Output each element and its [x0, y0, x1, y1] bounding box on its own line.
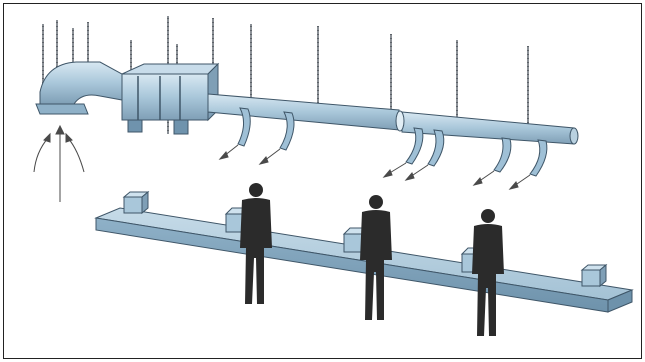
supply-diffuser-icon: [530, 140, 547, 176]
hvac-diagram: [4, 4, 643, 360]
supply-diffuser-icon: [428, 130, 444, 166]
supply-diffuser-icon: [406, 128, 423, 164]
hanger-rod-icon: [250, 24, 252, 102]
person-silhouette-icon: [472, 209, 504, 336]
intake-plenum: [36, 104, 88, 114]
hanger-rod-icon: [456, 40, 458, 118]
airflow-arrow-icon: [34, 138, 48, 172]
hanger-rod-icon: [390, 34, 392, 114]
intake-elbow: [40, 62, 122, 104]
terminal-unit: [124, 192, 148, 213]
fan-box: [122, 74, 208, 120]
main-duct: [208, 94, 578, 144]
airflow-arrow-icon: [68, 138, 84, 172]
hanger-rod-icon: [527, 46, 529, 124]
person-silhouette-icon: [360, 195, 392, 320]
airflow-arrows: [34, 126, 530, 202]
person-silhouette-icon: [240, 183, 272, 304]
air-handling-unit: [36, 62, 218, 134]
hanger-rod-icon: [317, 26, 319, 108]
supply-diffuser-icon: [494, 138, 511, 172]
figure-frame: [3, 3, 642, 359]
terminal-unit: [582, 265, 606, 286]
